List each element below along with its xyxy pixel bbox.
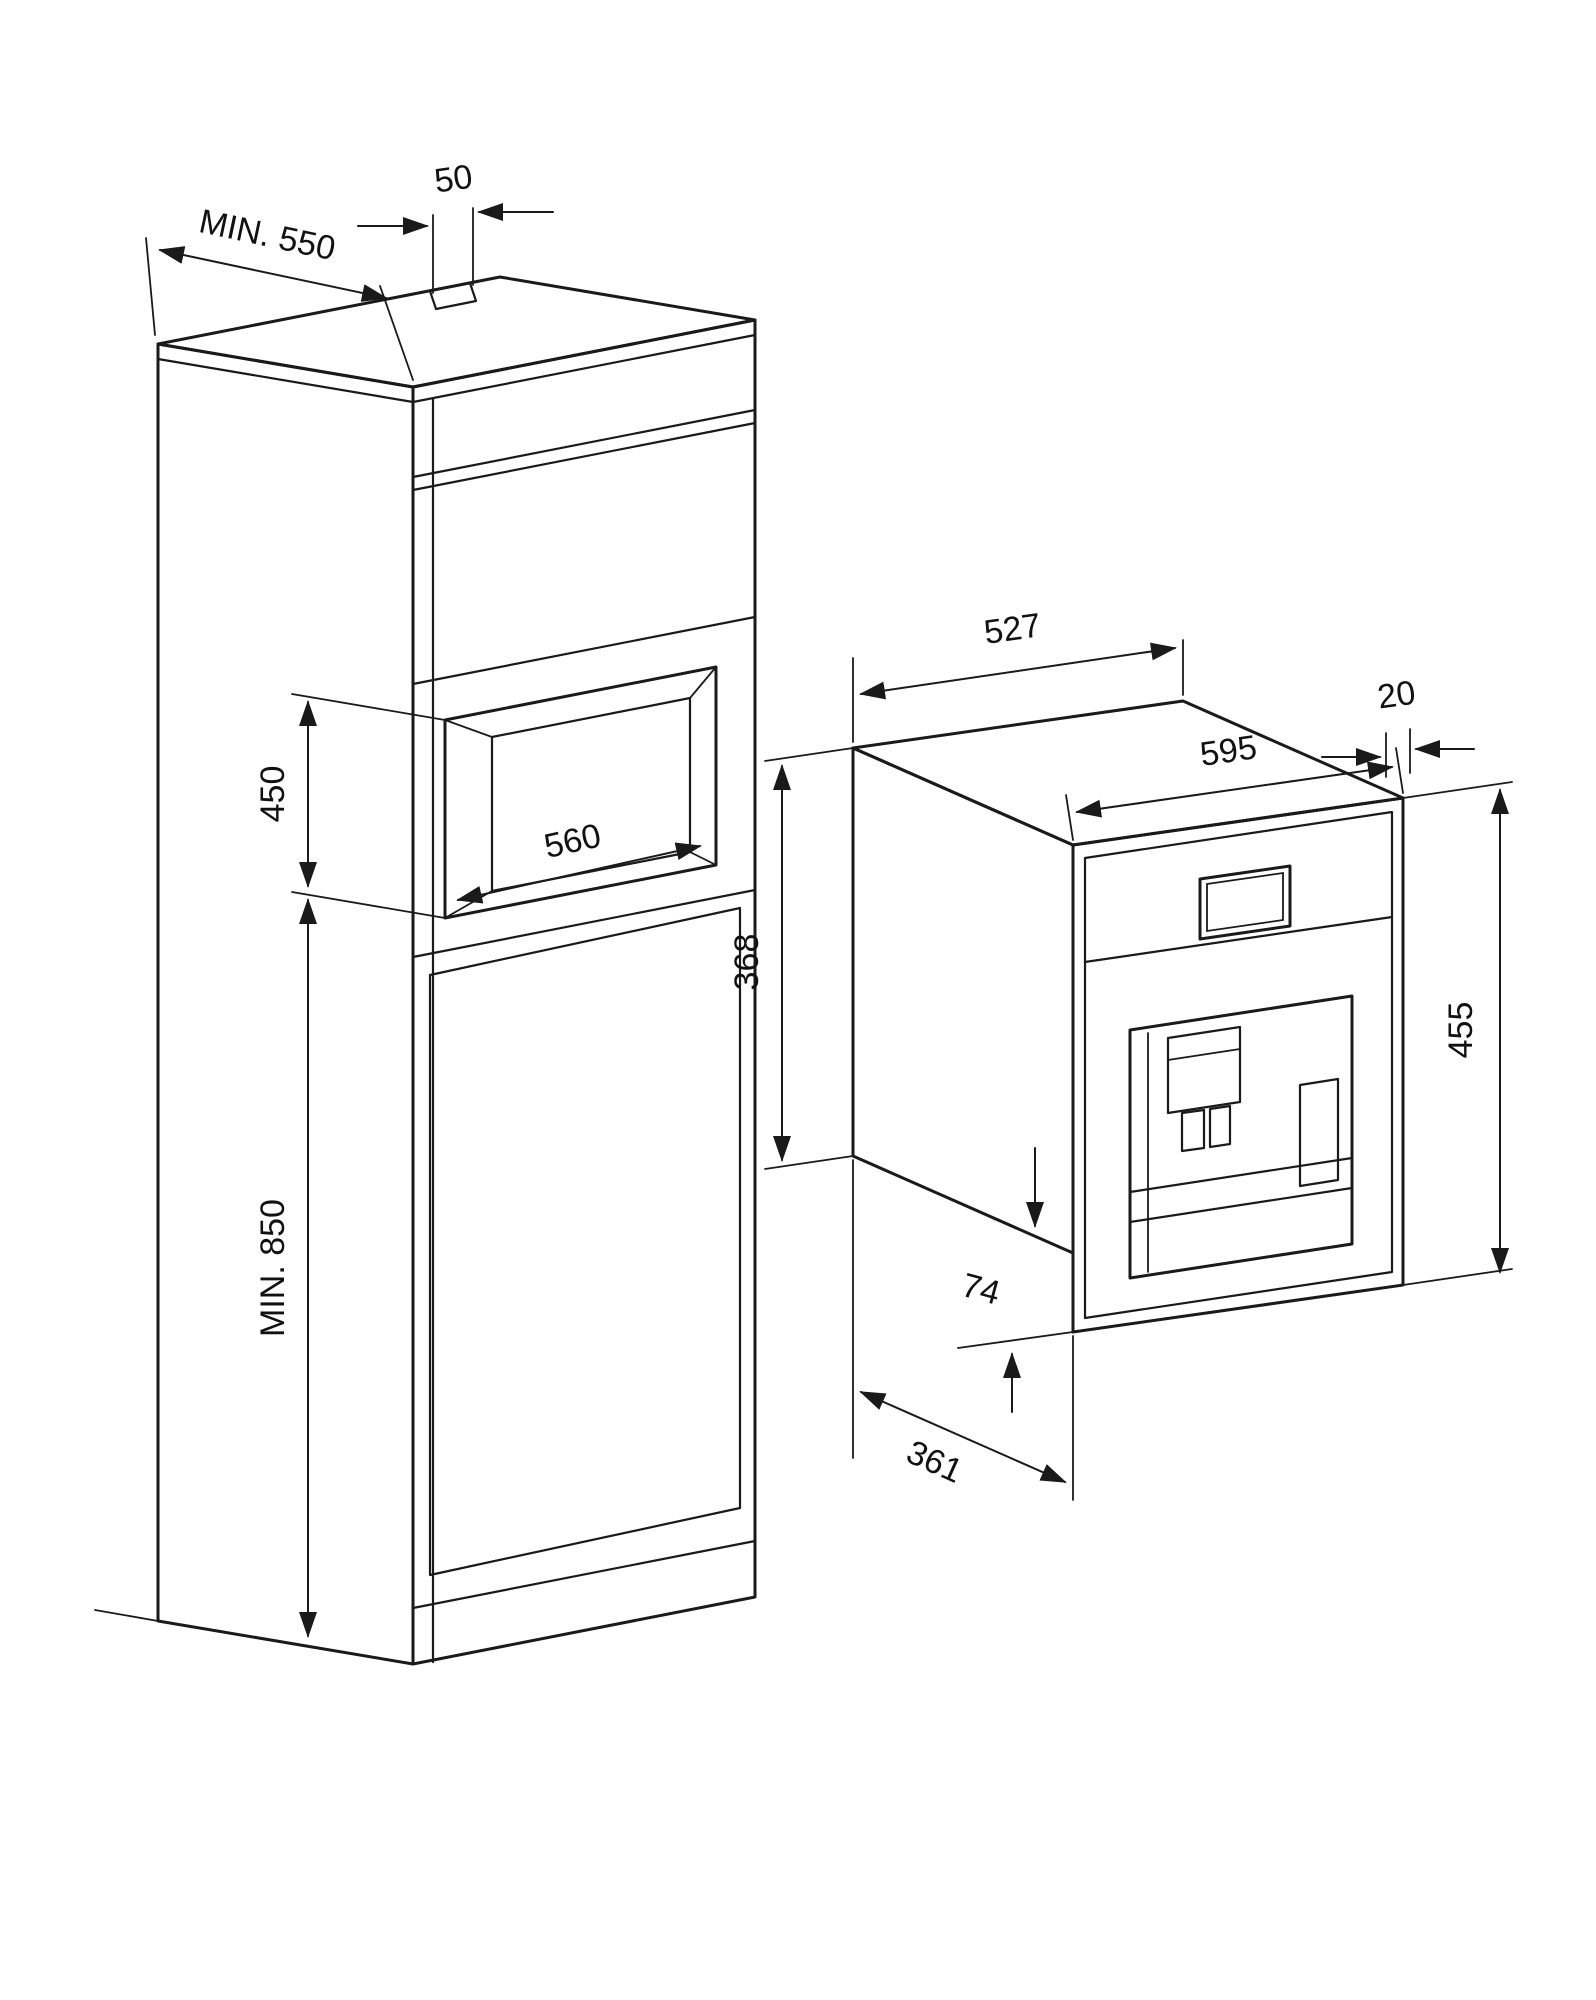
dim-361: 361 — [852, 1159, 1074, 1501]
extension-line — [1065, 794, 1074, 841]
drip-tray-edge — [1128, 1156, 1354, 1194]
dim-527-label: 527 — [982, 606, 1043, 652]
extension-line — [957, 1331, 1074, 1349]
machine-door-inner-edge — [1083, 810, 1394, 1320]
extension-line — [764, 747, 854, 762]
dim-527: 527 — [852, 606, 1184, 743]
dimension-arrow — [859, 642, 1177, 700]
machine-side-face — [851, 746, 1075, 1255]
coffee-spout-block — [1166, 1025, 1242, 1115]
coffee-spout-detail — [1167, 1048, 1241, 1061]
cabinet-side-face — [156, 342, 415, 1666]
dimension-arrow — [456, 842, 702, 904]
dim-min-850: MIN. 850 — [254, 898, 317, 1638]
niche-bottom-frame-line — [411, 888, 757, 959]
control-panel-divider — [1083, 915, 1394, 964]
cabinet-top-face — [156, 275, 757, 389]
dim-595: 595 — [1065, 728, 1404, 841]
top-vent-notch — [428, 281, 478, 311]
dim-20-label: 20 — [1375, 674, 1418, 717]
extension-line — [1402, 1268, 1513, 1286]
extension-line — [291, 693, 446, 721]
dim-50-label: 50 — [432, 158, 475, 201]
cabinet-top-edge-line — [156, 333, 757, 404]
dimension-arrow — [859, 1391, 1067, 1483]
dim-min-550-label: MIN. 550 — [196, 202, 339, 268]
display-screen-inner — [1206, 871, 1284, 933]
dim-560-label: 560 — [541, 817, 605, 866]
dim-361-label: 361 — [901, 1433, 968, 1491]
dim-74: 74 — [957, 1147, 1074, 1413]
extension-line — [1395, 747, 1404, 794]
drip-tray-edge — [1128, 1186, 1354, 1224]
dim-368-label: 368 — [728, 934, 766, 991]
display-screen — [1198, 864, 1292, 941]
niche-back-wall — [490, 696, 692, 893]
dim-74-label: 74 — [958, 1266, 1004, 1312]
niche-opening — [443, 665, 718, 920]
niche-edge — [444, 719, 493, 738]
dimension-arrow — [158, 246, 388, 302]
interior-side-panel — [1298, 1077, 1340, 1188]
niche-edge — [689, 666, 717, 699]
floor-extension-line — [94, 1609, 159, 1622]
dim-450-label: 450 — [254, 766, 292, 823]
dim-455: 455 — [1402, 781, 1513, 1286]
cabinet-band-line — [411, 408, 757, 479]
cabinet-lower-door — [428, 906, 742, 1577]
extension-line — [1402, 781, 1513, 799]
coffee-machine-figure: 527 595 20 368 — [728, 606, 1513, 1501]
dim-min-550: MIN. 550 — [145, 202, 414, 381]
extension-line — [379, 285, 414, 381]
dim-min-850-label: MIN. 850 — [254, 1199, 292, 1337]
dim-455-label: 455 — [1442, 1002, 1480, 1059]
dim-20: 20 — [1321, 674, 1475, 778]
cabinet-plinth-line — [411, 1539, 757, 1610]
dim-450: 450 — [254, 693, 446, 919]
dim-368: 368 — [728, 747, 854, 1170]
niche-top-frame-line — [411, 615, 757, 686]
coffee-spout-nozzle — [1180, 1108, 1206, 1153]
extension-line — [291, 891, 446, 919]
dimension-arrow — [1075, 761, 1394, 818]
cabinet-front-face — [411, 318, 757, 1666]
dim-50: 50 — [357, 158, 554, 294]
dispenser-opening — [1128, 994, 1354, 1280]
extension-line — [764, 1155, 854, 1170]
niche-edge — [689, 851, 717, 866]
dim-595-label: 595 — [1198, 728, 1259, 774]
cabinet-band-line — [411, 421, 757, 492]
coffee-spout-nozzle — [1208, 1104, 1232, 1149]
extension-line — [145, 237, 156, 336]
tall-cabinet-figure: MIN. 550 50 560 450 — [94, 158, 757, 1666]
